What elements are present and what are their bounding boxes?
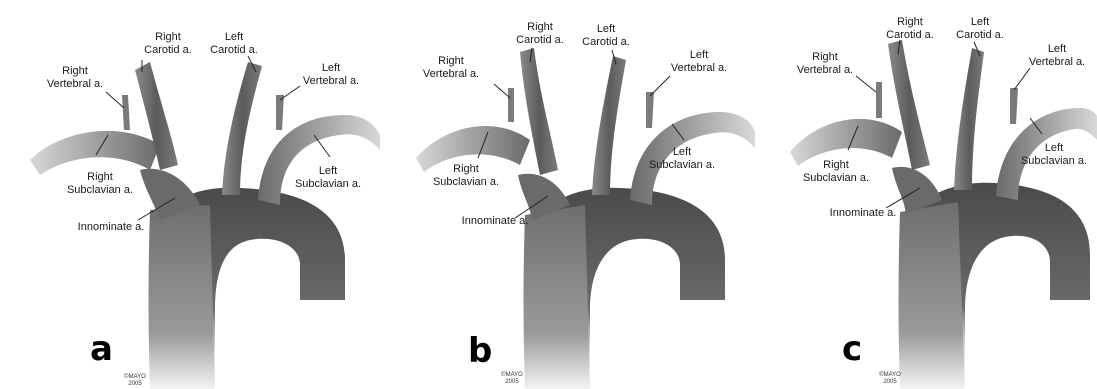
panel-letter-a: a: [90, 332, 113, 366]
ascending-aorta: [524, 205, 591, 389]
label-right-carotid: Right Carotid a.: [138, 31, 198, 57]
label-right-subclavian: Right Subclavian a.: [60, 171, 140, 197]
left-vertebral-artery: [646, 92, 654, 128]
left-vertebral-artery: [276, 95, 284, 130]
label-innominate: Innominate a.: [66, 221, 156, 234]
label-left-subclavian: Left Subclavian a.: [642, 146, 722, 172]
label-right-vertebral: Right Vertebral a.: [40, 65, 110, 91]
copyright-a: ©MAYO 2005: [120, 374, 150, 388]
label-right-vertebral: Right Vertebral a.: [416, 55, 486, 81]
panel-letter-c: c: [842, 332, 862, 366]
label-left-carotid: Left Carotid a.: [204, 31, 264, 57]
left-carotid-artery: [954, 48, 984, 190]
left-vertebral-artery: [1010, 88, 1018, 124]
panel-a: Right Carotid a. Left Carotid a. Right V…: [0, 0, 380, 389]
label-right-subclavian: Right Subclavian a.: [796, 159, 876, 185]
label-left-carotid: Left Carotid a.: [950, 16, 1010, 42]
left-carotid-artery: [592, 56, 626, 195]
panel-b: Right Carotid a. Left Carotid a. Right V…: [380, 0, 760, 389]
label-innominate: Innominate a.: [450, 215, 540, 228]
label-right-vertebral: Right Vertebral a.: [790, 51, 860, 77]
panel-c: Right Carotid a. Left Carotid a. Right V…: [760, 0, 1097, 389]
label-right-carotid: Right Carotid a.: [880, 16, 940, 42]
label-left-subclavian: Left Subclavian a.: [1014, 142, 1094, 168]
label-innominate: Innominate a.: [818, 207, 908, 220]
label-right-subclavian: Right Subclavian a.: [426, 163, 506, 189]
right-vertebral-artery: [122, 95, 130, 130]
arch-illustration-a: [0, 0, 380, 389]
label-left-subclavian: Left Subclavian a.: [288, 165, 368, 191]
ascending-aorta: [899, 202, 966, 389]
label-left-vertebral: Left Vertebral a.: [1022, 43, 1092, 69]
label-left-vertebral: Left Vertebral a.: [664, 49, 734, 75]
label-left-vertebral: Left Vertebral a.: [296, 62, 366, 88]
left-carotid-artery: [222, 62, 262, 195]
copyright-b: ©MAYO 2005: [497, 372, 527, 386]
label-right-carotid: Right Carotid a.: [510, 21, 570, 47]
right-carotid-artery: [520, 48, 558, 175]
right-subclavian-artery: [30, 131, 160, 175]
ascending-aorta: [149, 205, 216, 389]
panel-letter-b: b: [468, 334, 492, 368]
right-vertebral-artery: [508, 88, 514, 122]
label-left-carotid: Left Carotid a.: [576, 23, 636, 49]
copyright-c: ©MAYO 2005: [875, 372, 905, 386]
right-vertebral-artery: [876, 82, 882, 118]
